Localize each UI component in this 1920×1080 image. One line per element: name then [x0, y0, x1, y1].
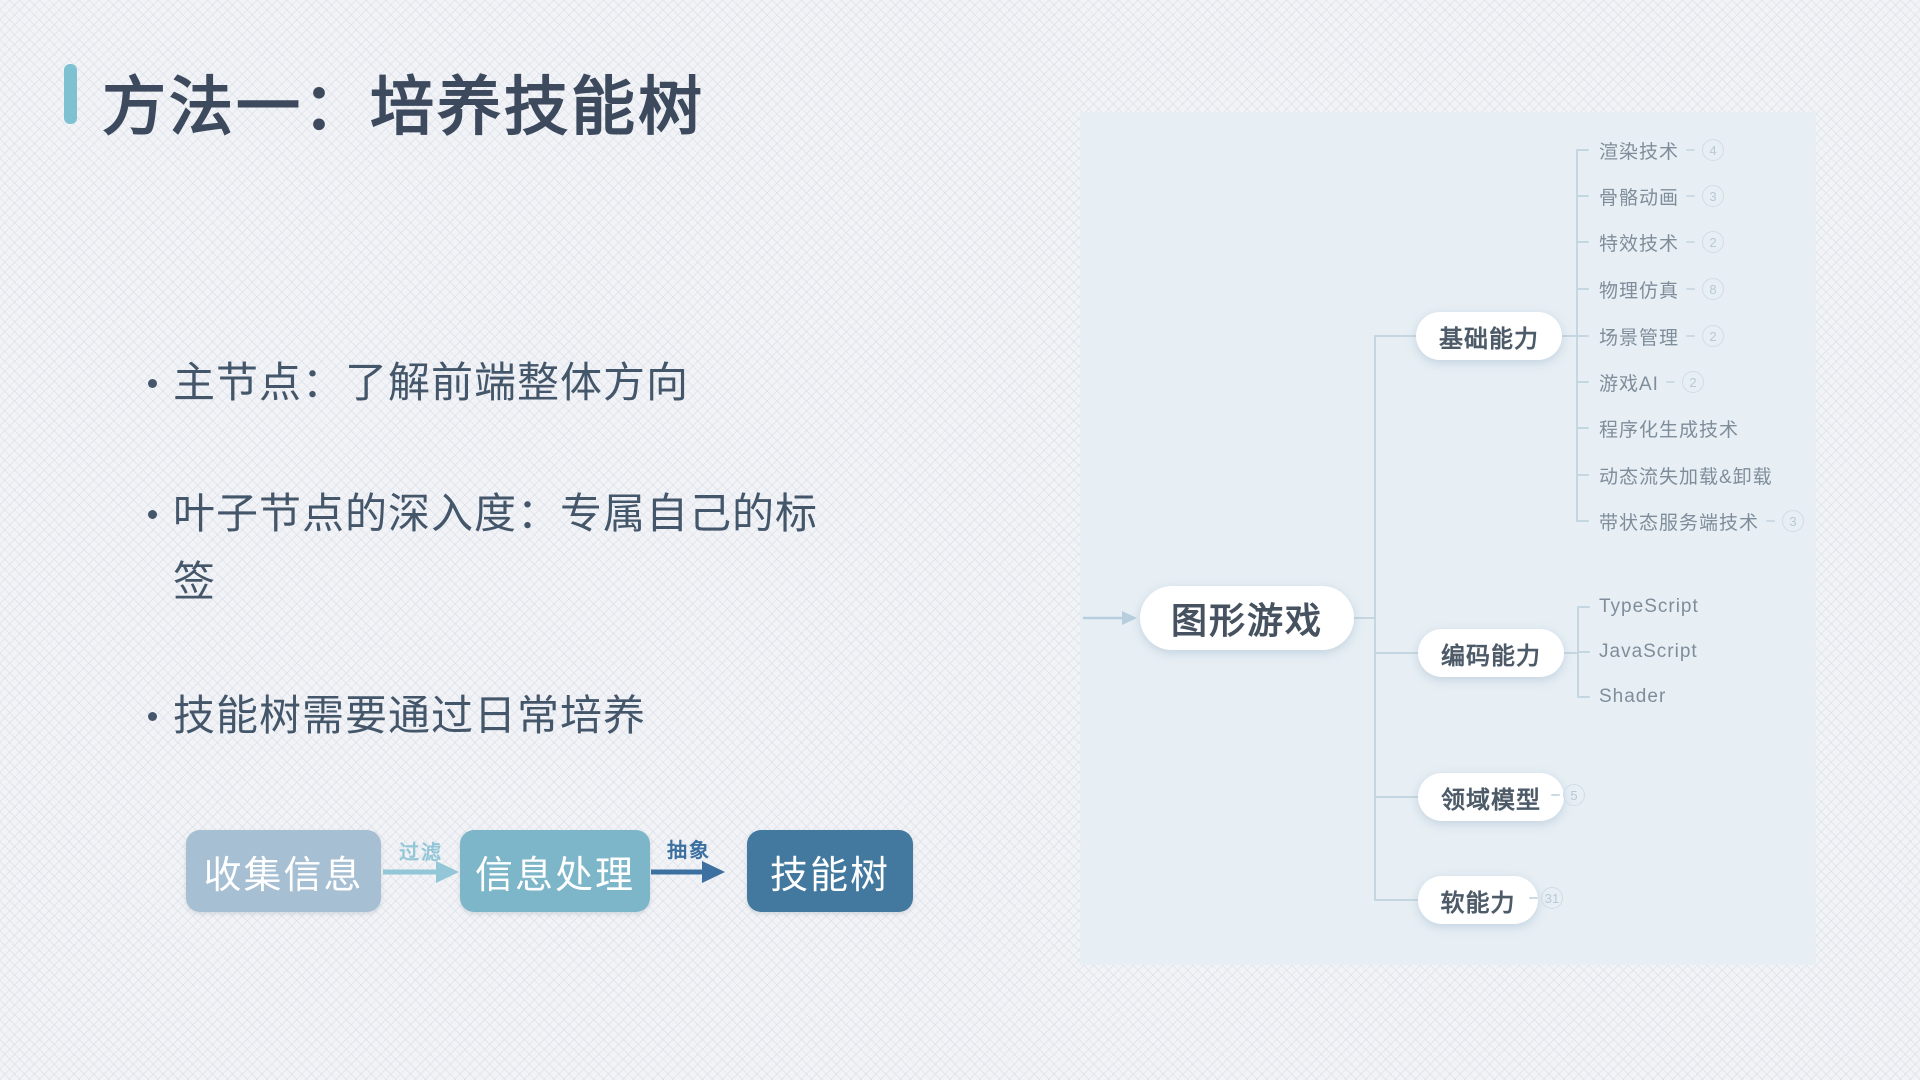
flow-step-process: 信息处理: [460, 830, 650, 912]
leaf-count-badge: 3: [1702, 185, 1725, 207]
badge-dash: [1766, 520, 1776, 522]
mindmap-branch-node-soft: 软能力: [1418, 876, 1538, 924]
leaf-count-badge: 5: [1563, 784, 1585, 806]
leaf-label: 程序化生成技术: [1599, 419, 1740, 441]
mindmap-leaf-node: Shader: [1599, 683, 1666, 711]
bullet-item: 叶子节点的深入度：专属自己的标签: [148, 480, 829, 616]
leaf-count-badge: 2: [1681, 371, 1704, 393]
leaf-count-badge: 2: [1702, 231, 1725, 253]
leaf-label: JavaScript: [1599, 641, 1698, 662]
badge-dash: [1686, 335, 1696, 337]
mindmap-leaf-node: 游戏AI 2: [1599, 368, 1704, 396]
right-arrow-icon: [651, 861, 725, 883]
leaf-label: 骨骼动画: [1599, 187, 1680, 209]
bullet-dot: [148, 379, 157, 388]
mindmap-leaf-node: JavaScript: [1599, 638, 1698, 666]
mindmap-leaf-node: 骨骼动画 3: [1599, 182, 1725, 210]
bullet-text: 主节点：了解前端整体方向: [173, 359, 690, 406]
badge-dash: [1665, 381, 1675, 383]
mindmap-leaf-node: 程序化生成技术: [1599, 414, 1739, 442]
mindmap-connector-lines: [1083, 149, 1590, 901]
leaf-label: 渲染技术: [1599, 141, 1680, 163]
branch-badge-row: 5: [1551, 784, 1585, 806]
mindmap-leaf-node: TypeScript: [1599, 593, 1699, 621]
mindmap-branch-node-base: 基础能力: [1416, 312, 1562, 360]
leaf-label: 特效技术: [1599, 233, 1680, 255]
leaf-label: 物理仿真: [1599, 280, 1680, 302]
mindmap-branch-node-coding: 编码能力: [1418, 629, 1564, 677]
leaf-label: 场景管理: [1599, 327, 1680, 349]
leaf-label: Shader: [1599, 686, 1667, 707]
badge-dash: [1686, 195, 1696, 197]
bullet-text: 叶子节点的深入度：专属自己的标签: [173, 490, 819, 605]
mindmap-root-node: 图形游戏: [1140, 586, 1354, 650]
leaf-label: 带状态服务端技术: [1599, 512, 1760, 534]
leaf-count-badge: 4: [1702, 139, 1725, 161]
badge-dash: [1686, 149, 1696, 151]
leaf-count-badge: 8: [1702, 278, 1725, 300]
mindmap-leaf-node: 动态流失加载&卸载: [1599, 461, 1773, 489]
bullet-item: 技能树需要通过日常培养: [148, 682, 829, 750]
badge-dash: [1686, 241, 1696, 243]
bullet-dot: [148, 510, 157, 519]
mindmap-leaf-node: 场景管理 2: [1599, 322, 1725, 350]
mindmap-leaf-node: 渲染技术 4: [1599, 136, 1725, 164]
badge-dash: [1686, 288, 1696, 290]
slide-title: 方法一：培养技能树: [102, 71, 705, 143]
bullet-text: 技能树需要通过日常培养: [173, 692, 647, 739]
mindmap-leaf-node: 物理仿真 8: [1599, 275, 1725, 303]
badge-dash: [1529, 897, 1538, 899]
title-accent-bar: [64, 64, 77, 124]
flow-arrow-label-abstract: 抽象: [667, 840, 711, 862]
leaf-label: 游戏AI: [1599, 373, 1659, 395]
mindmap-panel: 图形游戏 基础能力 编码能力 领域模型 软能力 5 31 渲染技术 4 骨骼动画…: [1080, 112, 1816, 965]
right-arrow-icon: [383, 861, 459, 883]
flow-step-collect: 收集信息: [186, 830, 381, 912]
bullet-item: 主节点：了解前端整体方向: [148, 349, 829, 417]
branch-badge-row: 31: [1529, 887, 1563, 909]
leaf-label: TypeScript: [1599, 596, 1699, 617]
mindmap-branch-node-domain: 领域模型: [1418, 773, 1564, 821]
mindmap-entry-arrow-icon: [1083, 611, 1137, 625]
leaf-count-badge: 2: [1702, 325, 1725, 347]
leaf-label: 动态流失加载&卸载: [1599, 466, 1773, 488]
leaf-count-badge: 3: [1782, 510, 1805, 532]
flow-step-skilltree: 技能树: [747, 830, 913, 912]
badge-dash: [1551, 794, 1560, 796]
leaf-count-badge: 31: [1541, 887, 1563, 909]
mindmap-leaf-node: 带状态服务端技术 3: [1599, 507, 1805, 535]
bullet-dot: [148, 712, 157, 721]
flow-arrow-label-filter: 过滤: [399, 842, 443, 864]
mindmap-leaf-node: 特效技术 2: [1599, 228, 1725, 256]
